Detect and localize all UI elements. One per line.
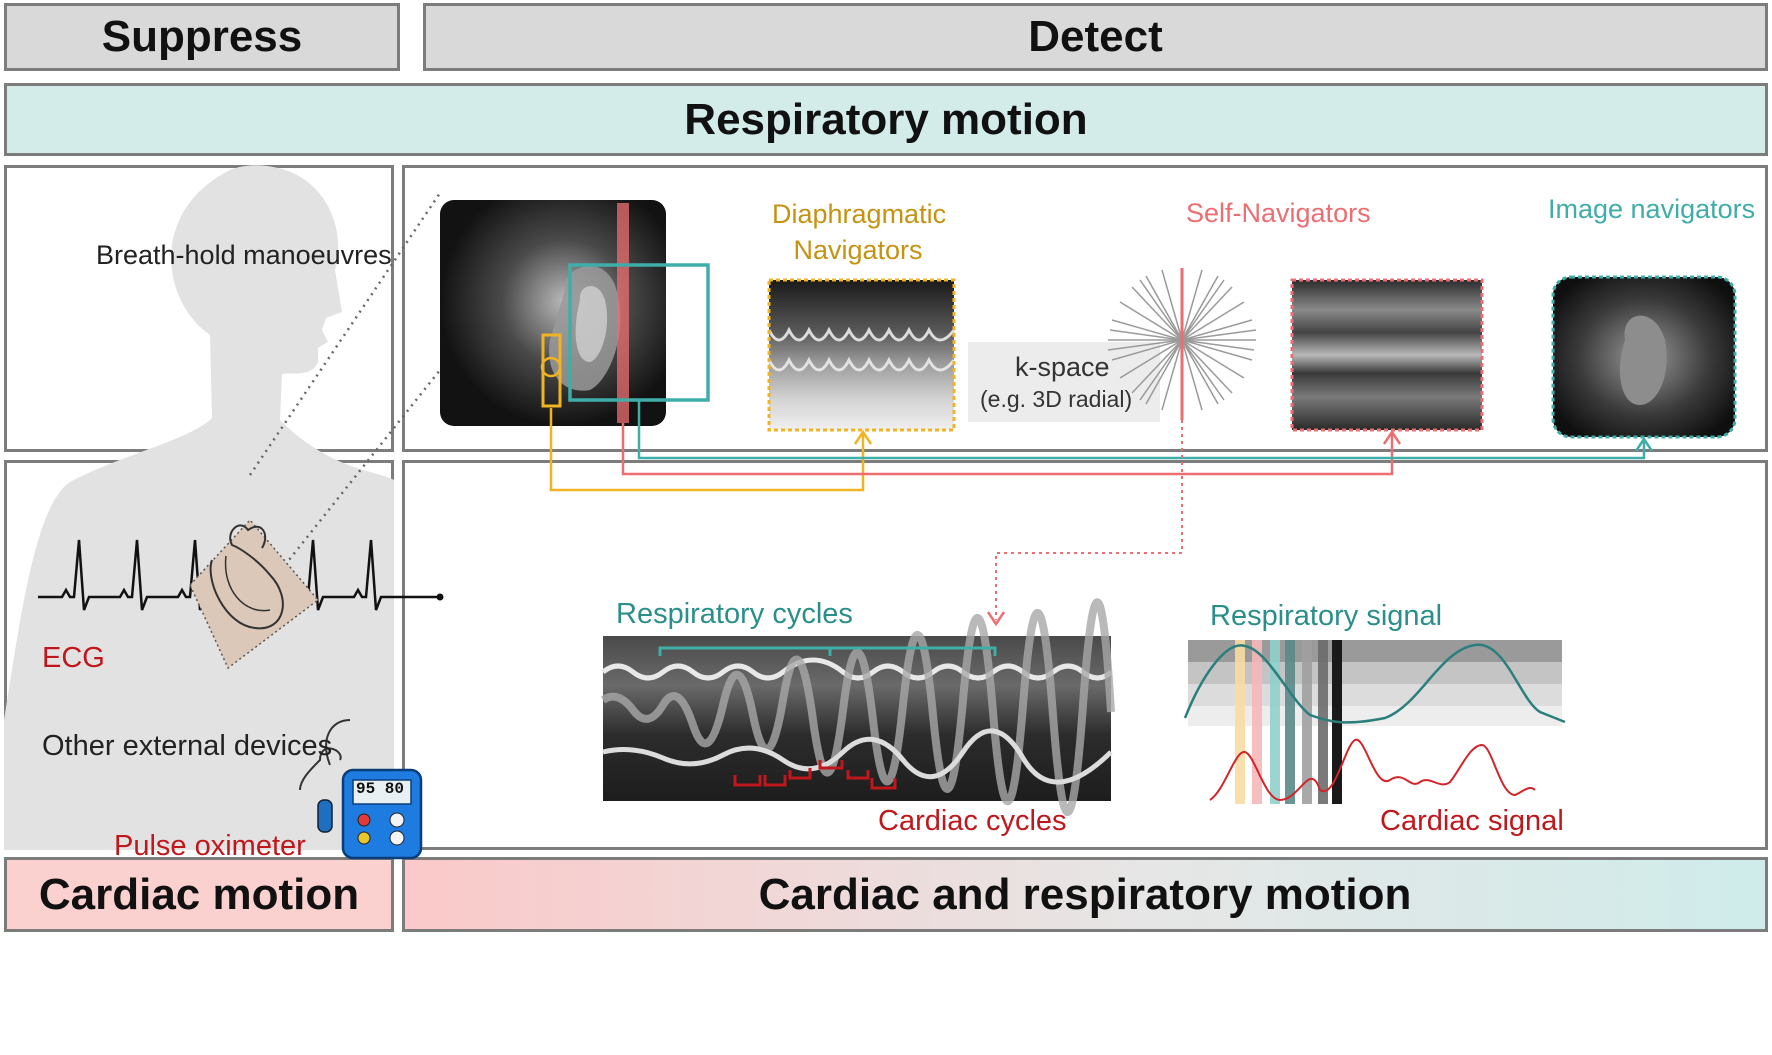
image-navigators-label: Image navigators	[1548, 194, 1756, 224]
suppress-header-label: Suppress	[101, 12, 303, 61]
diaphragmatic-label-line2: Navigators	[793, 235, 923, 265]
self-nav-connector	[621, 423, 1394, 476]
pulse-oximeter-label: Pulse oximeter	[114, 830, 306, 862]
detect-header-label: Detect	[1028, 12, 1163, 61]
respiratory-cycles-label: Respiratory cycles	[616, 598, 853, 630]
detect-combined-panel	[402, 460, 1768, 850]
pulse-oximeter-icon	[299, 719, 423, 860]
kspace-note-label: (e.g. 3D radial)	[980, 386, 1133, 412]
detect-header: Detect	[423, 3, 1768, 71]
kspace-radial-star	[1107, 268, 1257, 420]
kspace-label: k-space	[1015, 352, 1110, 382]
cardiac-cycles-label: Cardiac cycles	[878, 805, 1067, 837]
cardiac-signal-label: Cardiac signal	[1380, 805, 1564, 837]
heart-sketch	[189, 518, 320, 670]
cardiac-motion-label: Cardiac motion	[38, 869, 360, 919]
detect-respiratory-panel	[402, 165, 1768, 452]
kspace-to-mmode-arrow	[995, 420, 1183, 620]
ecg-end-dot	[436, 593, 444, 601]
signal-graphic	[1183, 640, 1566, 804]
mri-cardiac-image	[440, 200, 710, 426]
respiratory-signal-label: Respiratory signal	[1210, 600, 1443, 632]
self-navigators-label: Self-Navigators	[1186, 198, 1371, 228]
cardiac-signal-curve	[1209, 738, 1536, 802]
cardiac-respiratory-header: Cardiac and respiratory motion	[402, 857, 1768, 932]
other-devices-label: Other external devices	[42, 730, 333, 762]
diaphragmatic-connector	[549, 408, 865, 492]
zoom-line-top	[248, 192, 442, 476]
image-navigator-image	[1551, 275, 1737, 439]
cardiac-motion-header: Cardiac motion	[4, 857, 394, 932]
diaphragmatic-label-line1: Diaphragmatic	[772, 199, 947, 229]
suppress-header: Suppress	[4, 3, 400, 71]
self-navigator-image	[1290, 278, 1484, 432]
diaphragmatic-label: Diaphragmatic Navigators	[772, 196, 947, 268]
human-silhouette	[4, 165, 394, 850]
diaphragmatic-navigator-image	[767, 278, 956, 432]
mmode-image	[600, 598, 1115, 816]
cardiac-respiratory-label: Cardiac and respiratory motion	[758, 869, 1412, 919]
respiratory-motion-label: Respiratory motion	[684, 94, 1088, 144]
oximeter-display: 95 80	[356, 780, 405, 798]
respiratory-motion-header: Respiratory motion	[4, 83, 1768, 156]
image-nav-connector	[637, 400, 1646, 460]
breath-hold-label: Breath-hold manoeuvres	[96, 240, 392, 270]
respiratory-signal-curve	[1183, 643, 1566, 724]
ecg-label: ECG	[42, 642, 105, 674]
